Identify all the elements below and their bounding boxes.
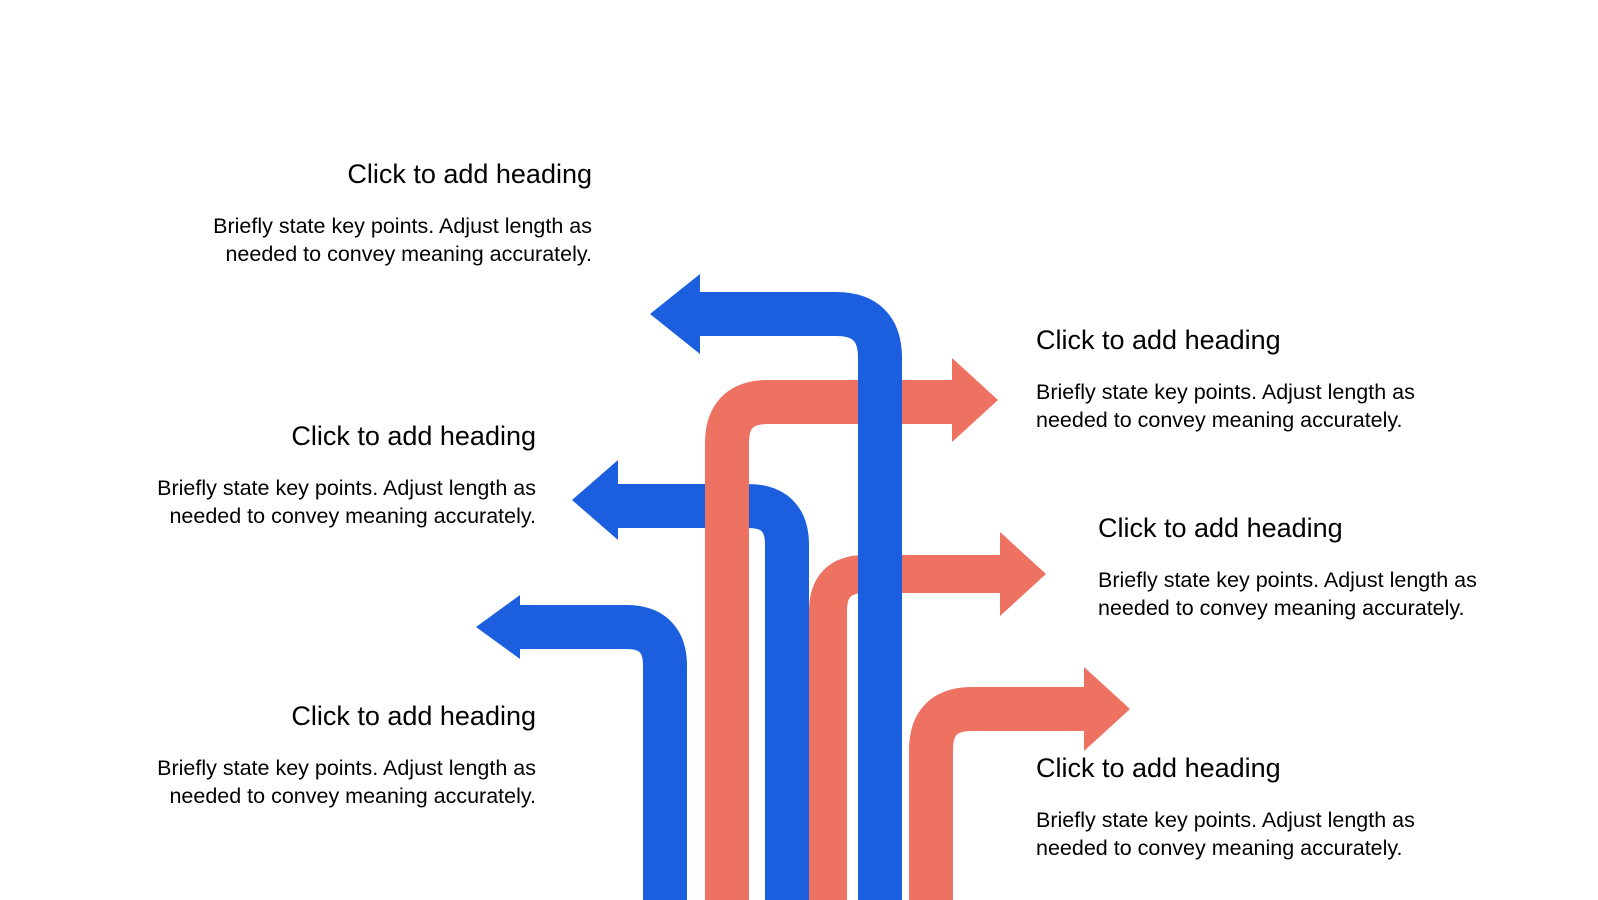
heading[interactable]: Click to add heading	[1036, 325, 1281, 355]
right-item-1: Click to add heading Briefly state key p…	[1036, 324, 1556, 434]
heading[interactable]: Click to add heading	[347, 159, 592, 189]
right-item-2: Click to add heading Briefly state key p…	[1098, 512, 1598, 622]
description[interactable]: Briefly state key points. Adjust length …	[157, 756, 536, 808]
heading[interactable]: Click to add heading	[1036, 753, 1281, 783]
description[interactable]: Briefly state key points. Adjust length …	[1036, 380, 1415, 432]
description[interactable]: Briefly state key points. Adjust length …	[157, 476, 536, 528]
description[interactable]: Briefly state key points. Adjust length …	[1036, 808, 1415, 860]
arrow-right-bottom	[909, 667, 1130, 900]
description[interactable]: Briefly state key points. Adjust length …	[213, 214, 592, 266]
arrow-left-middle	[572, 460, 809, 900]
heading[interactable]: Click to add heading	[1098, 513, 1343, 543]
right-item-3: Click to add heading Briefly state key p…	[1036, 752, 1556, 862]
left-item-2: Click to add heading Briefly state key p…	[16, 420, 536, 530]
arrow-left-top	[650, 274, 902, 900]
left-item-1: Click to add heading Briefly state key p…	[72, 158, 592, 268]
heading[interactable]: Click to add heading	[291, 701, 536, 731]
left-item-3: Click to add heading Briefly state key p…	[16, 700, 536, 810]
arrow-left-bottom	[476, 595, 687, 900]
description[interactable]: Briefly state key points. Adjust length …	[1098, 568, 1477, 620]
arrow-right-top	[705, 358, 998, 900]
heading[interactable]: Click to add heading	[291, 421, 536, 451]
